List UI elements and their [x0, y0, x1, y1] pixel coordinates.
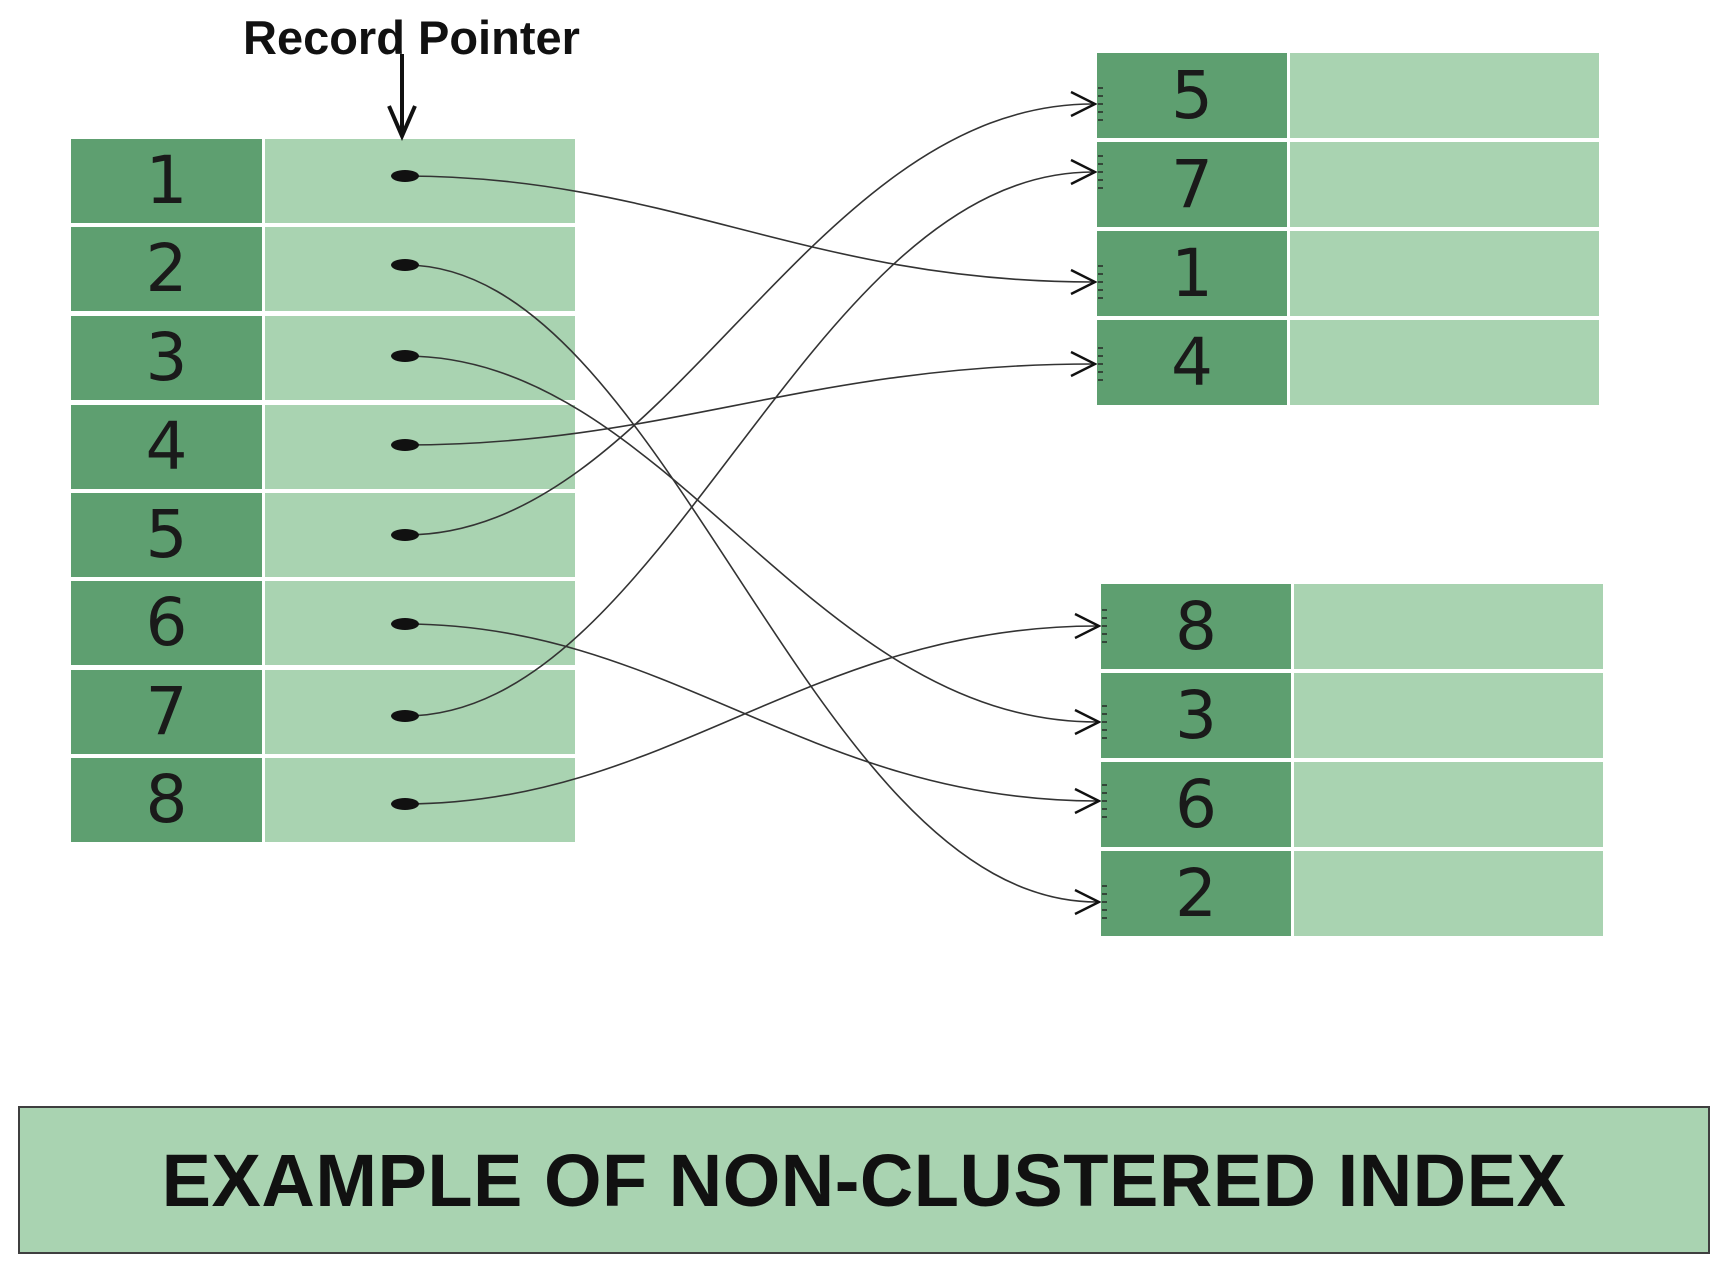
pointer-dot	[391, 350, 419, 362]
pointer-link	[404, 363, 1094, 446]
data-key: 5	[1097, 53, 1287, 138]
pointer-dot	[391, 710, 419, 722]
data-row: 7	[1097, 142, 1599, 227]
data-block-top: 5 7 1 4	[1097, 53, 1599, 405]
pointer-link	[404, 264, 1098, 903]
pointer-curves	[404, 103, 1098, 903]
caption-title: EXAMPLE OF NON-CLUSTERED INDEX	[161, 1138, 1567, 1222]
data-key: 3	[1101, 673, 1291, 758]
pointer-dot	[391, 798, 419, 810]
pointer-dot	[391, 618, 419, 630]
index-key: 6	[71, 581, 262, 665]
index-row: 4	[71, 405, 575, 489]
index-row: 1	[71, 139, 575, 223]
pointer-link	[404, 625, 1098, 805]
data-row: 8	[1101, 584, 1603, 669]
record-pointer-cell	[265, 139, 575, 223]
pointer-dot	[391, 439, 419, 451]
pointer-dots	[391, 170, 419, 810]
data-row: 5	[1097, 53, 1599, 138]
data-row: 4	[1097, 320, 1599, 405]
index-key: 4	[71, 405, 262, 489]
record-pointer-cell	[265, 227, 575, 311]
arrowhead	[1074, 612, 1102, 640]
data-row: 6	[1101, 762, 1603, 847]
record-pointer-cell	[265, 581, 575, 665]
pointer-link	[404, 623, 1098, 802]
index-key: 3	[71, 316, 262, 400]
arrowheads	[1070, 87, 1107, 919]
data-record-cell	[1294, 762, 1603, 847]
record-pointer-cell	[265, 758, 575, 842]
arrowhead	[1070, 158, 1098, 186]
data-record-cell	[1294, 673, 1603, 758]
data-record-cell	[1294, 851, 1603, 936]
data-key: 4	[1097, 320, 1287, 405]
arrowhead	[1070, 350, 1098, 378]
pointer-link	[404, 103, 1094, 536]
arrowhead	[1074, 787, 1102, 815]
index-row: 3	[71, 316, 575, 400]
data-record-cell	[1290, 231, 1599, 316]
index-key: 2	[71, 227, 262, 311]
data-key: 7	[1097, 142, 1287, 227]
record-pointer-arrow	[387, 54, 417, 142]
data-block-bottom: 8 3 6 2	[1101, 584, 1603, 936]
pointer-link	[404, 355, 1098, 723]
index-key: 5	[71, 493, 262, 577]
data-record-cell	[1290, 320, 1599, 405]
record-pointer-label: Record Pointer	[243, 11, 580, 64]
index-key: 7	[71, 670, 262, 754]
data-key: 2	[1101, 851, 1291, 936]
arrowhead	[1070, 268, 1098, 296]
index-row: 7	[71, 670, 575, 754]
data-key: 6	[1101, 762, 1291, 847]
index-row: 2	[71, 227, 575, 311]
index-key: 8	[71, 758, 262, 842]
data-record-cell	[1294, 584, 1603, 669]
data-key: 1	[1097, 231, 1287, 316]
data-record-cell	[1290, 53, 1599, 138]
index-block: 1 2 3 4 5 6 7 8	[71, 139, 575, 843]
record-pointer-cell	[265, 316, 575, 400]
arrowhead	[1074, 708, 1102, 736]
arrowhead	[1070, 90, 1098, 118]
data-row: 3	[1101, 673, 1603, 758]
data-row: 1	[1097, 231, 1599, 316]
pointer-link	[404, 175, 1094, 283]
caption-box: EXAMPLE OF NON-CLUSTERED INDEX	[18, 1106, 1710, 1254]
record-pointer-cell	[265, 670, 575, 754]
index-row: 6	[71, 581, 575, 665]
pointer-dot	[391, 170, 419, 182]
pointer-link	[404, 171, 1094, 717]
arrowhead	[1074, 888, 1102, 916]
index-row: 8	[71, 758, 575, 842]
data-row: 2	[1101, 851, 1603, 936]
pointer-dot	[391, 529, 419, 541]
pointer-dot	[391, 259, 419, 271]
data-record-cell	[1290, 142, 1599, 227]
record-pointer-cell	[265, 405, 575, 489]
data-key: 8	[1101, 584, 1291, 669]
index-key: 1	[71, 139, 262, 223]
